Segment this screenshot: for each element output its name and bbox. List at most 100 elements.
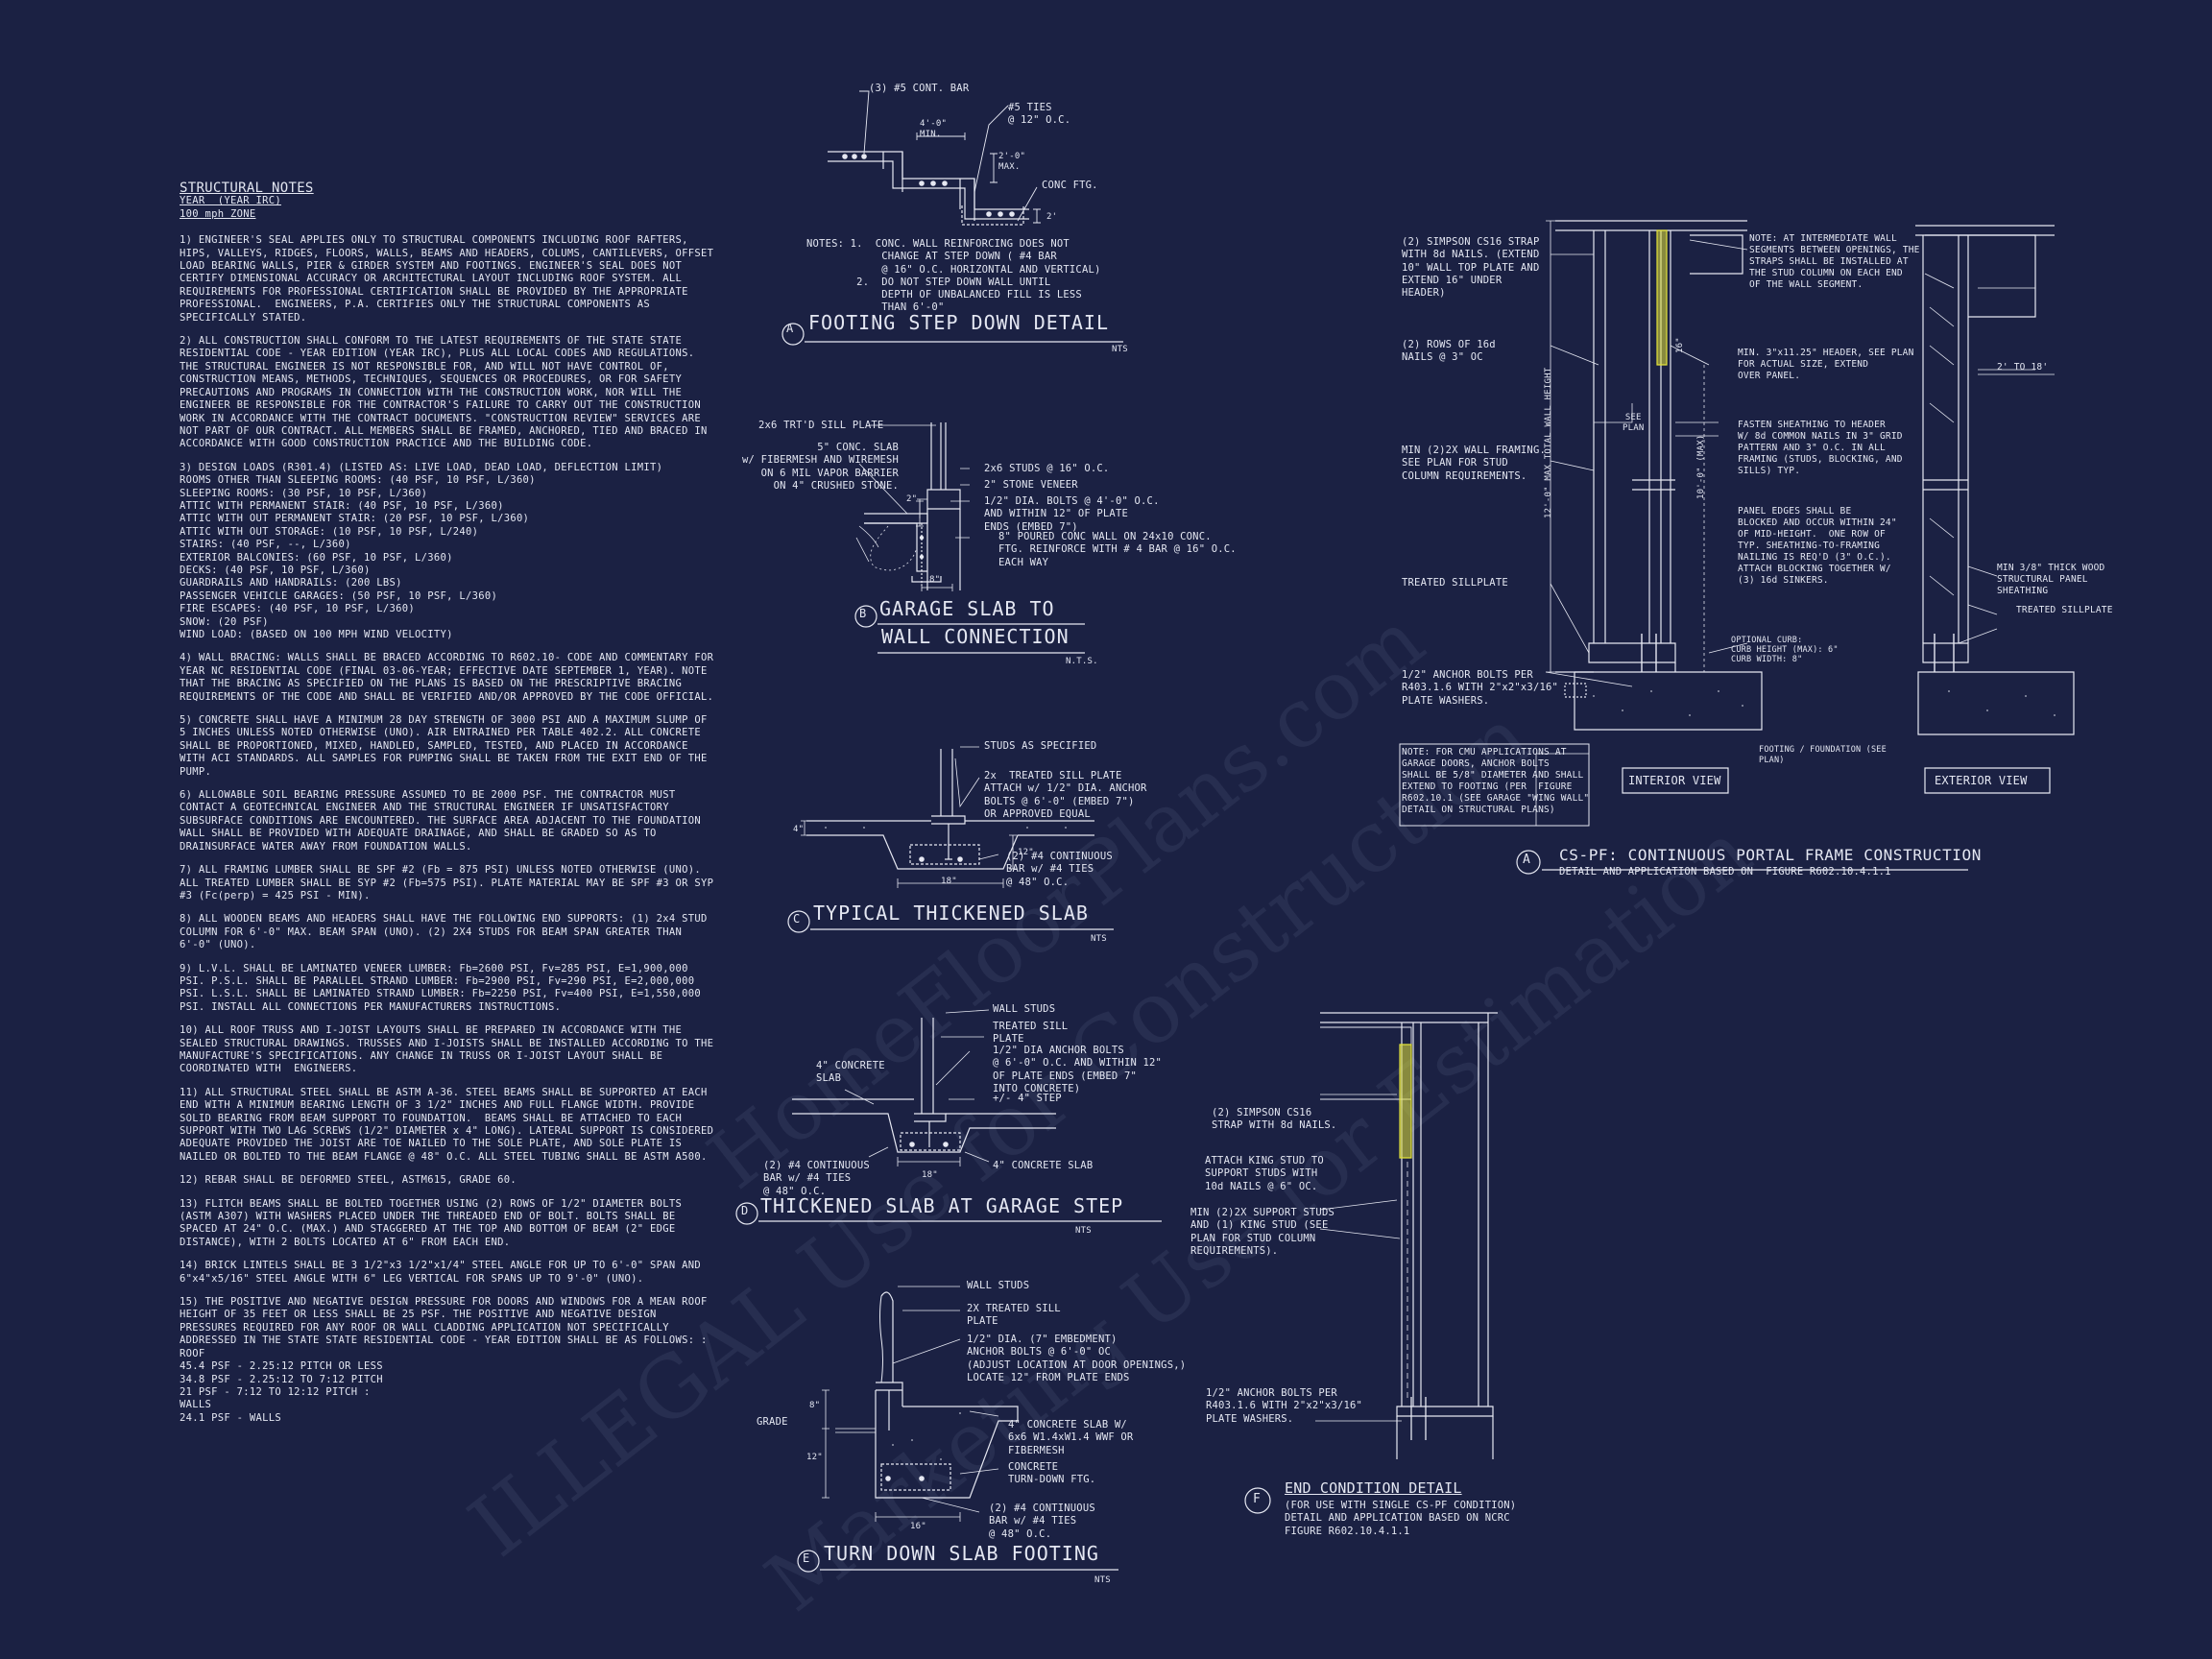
label-e-dim-16: 16" — [910, 1522, 926, 1531]
structural-notes: STRUCTURAL NOTES YEAR (YEAR IRC) 100 mph… — [180, 180, 720, 1435]
label-b-bolts: 1/2" DIA. BOLTS @ 4'-0" O.C. AND WITHIN … — [984, 495, 1160, 533]
label-c-sill: 2x TREATED SILL PLATE ATTACH w/ 1/2" DIA… — [984, 770, 1147, 820]
label-d-dim-18: 18" — [922, 1170, 938, 1180]
label-c-studs: STUDS AS SPECIFIED — [984, 740, 1097, 752]
notes-sub-wind: 100 mph ZONE — [180, 207, 256, 220]
label-a-ties: #5 TIES @ 12" O.C. — [1008, 102, 1071, 127]
note-item: 8) ALL WOODEN BEAMS AND HEADERS SHALL HA… — [180, 913, 714, 951]
detail-f-end-condition — [1245, 1013, 1498, 1513]
detail-f-bubble: F — [1253, 1492, 1262, 1506]
label-c-dim-18: 18" — [941, 877, 957, 886]
label-pf-structural: MIN 3/8" THICK WOOD STRUCTURAL PANEL SHE… — [1997, 563, 2105, 596]
label-b-slab: 5" CONC. SLAB w/ FIBERMESH AND WIREMESH … — [742, 442, 900, 492]
label-pf-seeplan: SEE PLAN — [1623, 413, 1645, 433]
detail-portal-frame-interior — [1400, 221, 1762, 826]
label-pf-header: MIN. 3"x11.25" HEADER, SEE PLAN FOR ACTU… — [1738, 348, 1914, 381]
label-e-dim-12: 12" — [806, 1453, 823, 1462]
note-item: 13) FLITCH BEAMS SHALL BE BOLTED TOGETHE… — [180, 1197, 688, 1248]
detail-portal-frame-exterior — [1915, 226, 2074, 793]
detail-d-title: THICKENED SLAB AT GARAGE STEP — [760, 1194, 1124, 1217]
note-item: 3) DESIGN LOADS (R301.4) (LISTED AS: LIV… — [180, 461, 663, 640]
note-item: 12) REBAR SHALL BE DEFORMED STEEL, ASTM6… — [180, 1174, 517, 1187]
detail-a-footing-step-down — [782, 91, 1123, 345]
detail-pf-subtitle: DETAIL AND APPLICATION BASED ON FIGURE R… — [1559, 866, 1891, 878]
label-pf-note-intermediate: NOTE: AT INTERMEDIATE WALL SEGMENTS BETW… — [1749, 233, 1920, 290]
note-item: 9) L.V.L. SHALL BE LAMINATED VENEER LUMB… — [180, 962, 708, 1013]
detail-c-title: TYPICAL THICKENED SLAB — [813, 902, 1089, 925]
note-item: 7) ALL FRAMING LUMBER SHALL BE SPF #2 (F… — [180, 864, 720, 902]
label-e-grade: GRADE — [757, 1416, 788, 1428]
detail-c-bubble: C — [793, 912, 802, 926]
label-b-dim-2: 2" — [906, 494, 918, 504]
label-c-dim-12: 12" — [1018, 848, 1034, 857]
concrete-stipple — [825, 690, 2056, 1460]
label-d-bar: (2) #4 CONTINUOUS BAR w/ #4 TIES @ 48" O… — [763, 1160, 870, 1197]
detail-pf-title: CS-PF: CONTINUOUS PORTAL FRAME CONSTRUCT… — [1559, 846, 1983, 864]
detail-a-scale: NTS — [1112, 345, 1128, 354]
note-item: 10) ALL ROOF TRUSS AND I-JOIST LAYOUTS S… — [180, 1024, 720, 1075]
notes-title: STRUCTURAL NOTES — [180, 180, 314, 196]
label-c-dim-4: 4" — [793, 825, 805, 834]
detail-d-scale: NTS — [1075, 1226, 1092, 1236]
detail-a-notes: NOTES: 1. CONC. WALL REINFORCING DOES NO… — [806, 238, 1101, 314]
label-b-dim-8: 8" — [929, 575, 941, 585]
label-pf-sheathing: FASTEN SHEATHING TO HEADER W/ 8d COMMON … — [1738, 420, 1903, 476]
label-pf-treated: TREATED SILLPLATE — [2016, 605, 2113, 615]
label-a-dim-height: 2'-0" MAX. — [998, 152, 1026, 172]
label-d-step: +/- 4" STEP — [993, 1093, 1062, 1104]
detail-b-title-1: GARAGE SLAB TO — [879, 597, 1055, 620]
detail-f-title: END CONDITION DETAIL — [1285, 1479, 1462, 1497]
label-b-wall: 8" POURED CONC WALL ON 24x10 CONC. FTG. … — [998, 531, 1237, 568]
detail-b-scale: N.T.S. — [1066, 657, 1098, 666]
label-f-anchor: 1/2" ANCHOR BOLTS PER R403.1.6 WITH 2"x2… — [1206, 1387, 1363, 1425]
note-item: 5) CONCRETE SHALL HAVE A MINIMUM 28 DAY … — [180, 714, 714, 778]
label-e-sill: 2X TREATED SILL PLATE — [967, 1303, 1061, 1328]
note-item: 15) THE POSITIVE AND NEGATIVE DESIGN PRE… — [180, 1296, 708, 1424]
label-pf-max-height-2: 10'-0" (MAX) — [1696, 434, 1706, 499]
label-f-support: MIN (2)2X SUPPORT STUDS AND (1) KING STU… — [1190, 1207, 1334, 1257]
label-pf-max-height: 12'-0" MAX TOTAL WALL HEIGHT — [1544, 367, 1553, 518]
label-f-strap: (2) SIMPSON CS16 STRAP WITH 8d NAILS. — [1212, 1107, 1337, 1132]
detail-b-title-2: WALL CONNECTION — [881, 625, 1070, 648]
note-item: 2) ALL CONSTRUCTION SHALL CONFORM TO THE… — [180, 335, 714, 450]
label-e-studs: WALL STUDS — [967, 1280, 1030, 1291]
notes-sub-year: YEAR (YEAR IRC) — [180, 195, 281, 207]
label-pf-anchor: 1/2" ANCHOR BOLTS PER R403.1.6 WITH 2"x2… — [1402, 669, 1559, 707]
label-b-veneer: 2" STONE VENEER — [984, 479, 1078, 491]
label-pf-curb: OPTIONAL CURB: CURB HEIGHT (MAX): 6" CUR… — [1731, 636, 1839, 664]
detail-d-garage-step — [736, 1010, 1162, 1224]
detail-e-scale: NTS — [1094, 1575, 1111, 1585]
label-a-dim-width: 4'-0" MIN. — [920, 119, 948, 139]
label-pf-strap: (2) SIMPSON CS16 STRAP WITH 8d NAILS. (E… — [1402, 236, 1540, 300]
note-item: 1) ENGINEER'S SEAL APPLIES ONLY TO STRUC… — [180, 234, 720, 324]
label-pf-cmu-note: NOTE: FOR CMU APPLICATIONS AT GARAGE DOO… — [1402, 747, 1590, 815]
label-f-king: ATTACH KING STUD TO SUPPORT STUDS WITH 1… — [1205, 1155, 1324, 1192]
label-d-slab-left: 4" CONCRETE SLAB — [816, 1060, 885, 1085]
label-a-dim-d: 2' — [1046, 212, 1058, 222]
label-b-sill: 2x6 TRT'D SILL PLATE — [758, 420, 884, 431]
label-pf-framing: MIN (2)2X WALL FRAMING. SEE PLAN FOR STU… — [1402, 445, 1546, 482]
label-a-bar: (3) #5 CONT. BAR — [869, 83, 970, 94]
detail-a-title: FOOTING STEP DOWN DETAIL — [808, 311, 1109, 334]
detail-c-scale: NTS — [1091, 934, 1107, 944]
detail-a-bubble: A — [786, 322, 795, 335]
label-d-studs: WALL STUDS — [993, 1003, 1056, 1015]
label-pf-two-to: 2' TO 18' — [1997, 362, 2049, 373]
label-pf-nails: (2) ROWS OF 16d NAILS @ 3" OC — [1402, 339, 1496, 364]
label-a-ftg: CONC FTG. — [1042, 180, 1098, 191]
label-d-slab-right: 4" CONCRETE SLAB — [993, 1160, 1094, 1171]
detail-pf-bubble: A — [1523, 853, 1531, 867]
label-e-bar: (2) #4 CONTINUOUS BAR w/ #4 TIES @ 48" O… — [989, 1503, 1095, 1540]
detail-f-subtitle: (FOR USE WITH SINGLE CS-PF CONDITION) DE… — [1285, 1500, 1517, 1537]
detail-e-title: TURN DOWN SLAB FOOTING — [824, 1542, 1099, 1565]
label-e-ftg: CONCRETE TURN-DOWN FTG. — [1008, 1461, 1096, 1486]
detail-b-bubble: B — [859, 607, 868, 620]
label-d-bolts: 1/2" DIA ANCHOR BOLTS @ 6'-0" O.C. AND W… — [993, 1045, 1163, 1094]
label-pf-interior-view: INTERIOR VIEW — [1628, 774, 1721, 787]
label-b-studs: 2x6 STUDS @ 16" O.C. — [984, 463, 1110, 474]
label-pf-sillplate: TREATED SILLPLATE — [1402, 577, 1508, 589]
label-d-sill: TREATED SILL PLATE — [993, 1021, 1069, 1046]
note-item: 14) BRICK LINTELS SHALL BE 3 1/2"x3 1/2"… — [180, 1260, 708, 1285]
note-item: 11) ALL STRUCTURAL STEEL SHALL BE ASTM A… — [180, 1086, 720, 1163]
